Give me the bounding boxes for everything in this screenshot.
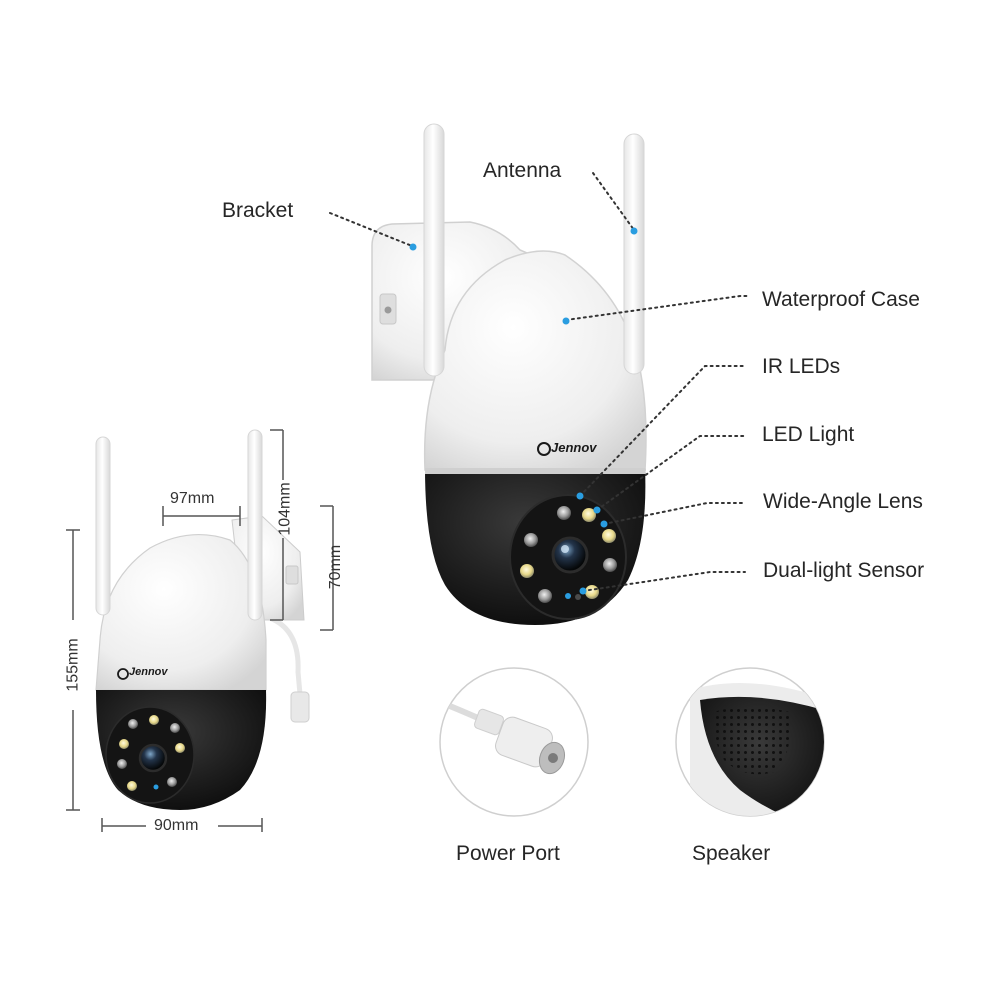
wide-angle-lens-label: Wide-Angle Lens <box>763 490 923 513</box>
right-antenna <box>623 133 645 375</box>
antenna-height-label: 104mm <box>276 482 294 536</box>
ir-leds-label: IR LEDs <box>762 355 841 378</box>
dual-light-sensor <box>565 593 571 599</box>
bracket-height-label: 70mm <box>327 544 345 590</box>
power-port-detail <box>439 667 589 817</box>
callout-dots <box>409 227 638 595</box>
bracket-depth-label: 97mm <box>170 490 215 507</box>
wide-angle-lens <box>551 536 589 574</box>
bracket-label: Bracket <box>222 199 294 222</box>
power-port-caption: Power Port <box>456 842 560 865</box>
waterproof-case-label: Waterproof Case <box>762 288 920 311</box>
total-height-label: 155mm <box>64 638 82 692</box>
brand-logo-large: Jennov <box>551 440 597 455</box>
main-camera <box>371 123 647 625</box>
antenna-label: Antenna <box>483 159 562 182</box>
left-antenna <box>423 123 445 377</box>
dimension-lines <box>66 429 334 832</box>
speaker-detail <box>675 667 825 817</box>
callout-leaders <box>329 172 749 592</box>
small-camera <box>95 429 310 810</box>
dual-light-sensor-label: Dual-light Sensor <box>763 559 925 582</box>
brand-logo-small: Jennov <box>129 666 168 678</box>
speaker-grille <box>713 707 791 775</box>
led-light-label: LED Light <box>762 423 855 446</box>
dome-width-label: 90mm <box>154 817 199 834</box>
speaker-caption: Speaker <box>692 842 771 865</box>
